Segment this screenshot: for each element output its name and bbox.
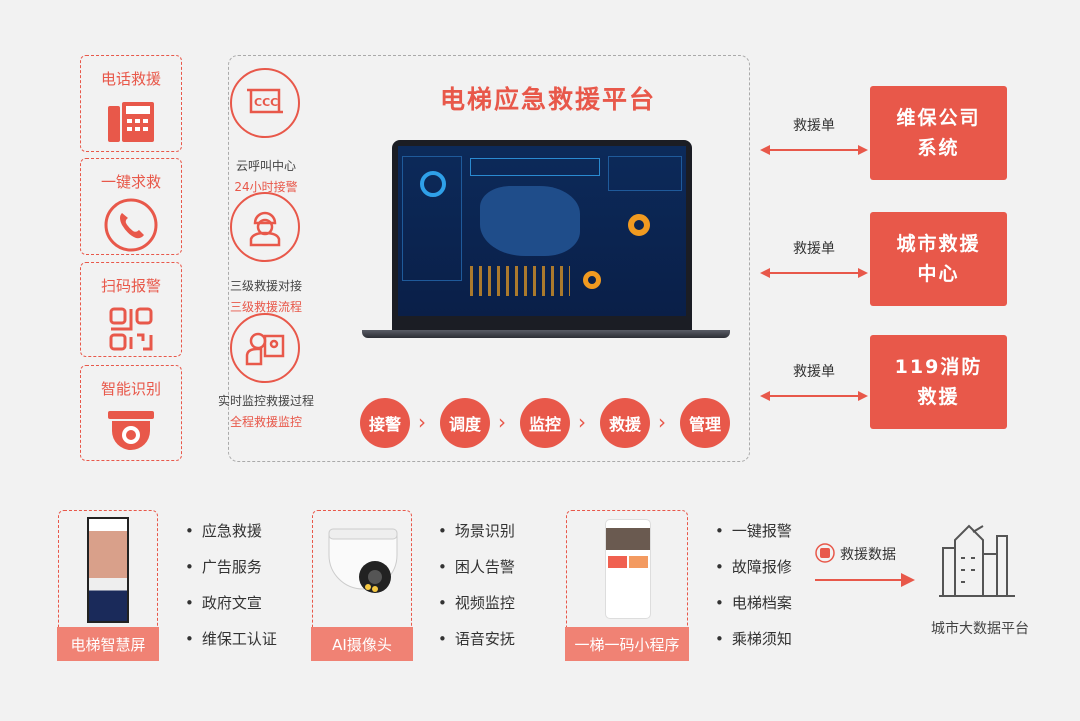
- channel-label: 一键求救: [100, 173, 161, 191]
- phone-machine-icon: [103, 97, 159, 147]
- rescuer-icon: [230, 192, 300, 262]
- rescue-order-arrow: 救援单: [760, 115, 868, 160]
- camera-icon: [103, 407, 159, 457]
- monitor-icon: [230, 313, 300, 383]
- flow-step-rescue: 救援: [600, 398, 650, 448]
- feature-list: 一键报警故障报修电梯档案乘梯须知: [715, 521, 792, 665]
- arrow-label: 救援单: [793, 364, 835, 380]
- flow-step-manage: 管理: [680, 398, 730, 448]
- list-item: 一键报警: [715, 521, 792, 557]
- list-item: 电梯档案: [715, 593, 792, 629]
- feature-monitor: 实时监控救援过程全程救援监控: [206, 392, 326, 430]
- list-item: 语音安抚: [438, 629, 515, 665]
- platform-panel: [228, 55, 750, 462]
- list-item: 场景识别: [438, 521, 515, 557]
- city-platform-label: 城市大数据平台: [931, 621, 1029, 637]
- channel-ai: 智能识别: [80, 365, 182, 461]
- feature-title: 三级救援对接: [229, 279, 302, 293]
- svg-text:CCC: CCC: [254, 96, 278, 109]
- list-item: 广告服务: [185, 557, 277, 593]
- chevron-right-icon: ›: [418, 410, 426, 434]
- double-arrow-icon: [760, 268, 868, 278]
- chevron-right-icon: ›: [498, 410, 506, 434]
- dome-camera-icon: [328, 528, 398, 593]
- feature-sub: 三级救援流程: [229, 300, 302, 314]
- flow-step-receive: 接警: [360, 398, 410, 448]
- list-item: 政府文宣: [185, 593, 277, 629]
- database-icon: [815, 543, 835, 563]
- chevron-right-icon: ›: [578, 410, 586, 434]
- smart-screen-image: [87, 517, 129, 623]
- feature-sub: 24小时接警: [234, 180, 298, 194]
- list-item: 视频监控: [438, 593, 515, 629]
- device-smart-screen: 电梯智慧屏: [57, 510, 159, 661]
- arrow-label: 救援单: [793, 241, 835, 257]
- target-city-rescue: 城市救援中心: [870, 212, 1007, 306]
- feature-rescue: 三级救援对接三级救援流程: [206, 277, 326, 315]
- phone-app-image: [605, 519, 651, 619]
- phone-icon: [103, 198, 159, 252]
- arrow-label: 救援单: [793, 118, 835, 134]
- city-buildings-icon: [939, 524, 1015, 597]
- rescue-order-arrow: 救援单: [760, 238, 868, 283]
- device-label: 一梯一码小程序: [565, 627, 689, 661]
- feature-call-center: 云呼叫中心 24小时接警: [206, 157, 326, 195]
- flow-step-dispatch: 调度: [440, 398, 490, 448]
- qr-code-icon: [103, 304, 159, 354]
- device-label: AI摄像头: [311, 627, 413, 661]
- channel-label: 电话救援: [100, 70, 161, 88]
- list-item: 故障报修: [715, 557, 792, 593]
- double-arrow-icon: [760, 391, 868, 401]
- chevron-right-icon: ›: [658, 410, 666, 434]
- double-arrow-icon: [760, 145, 868, 155]
- channel-qr: 扫码报警: [80, 262, 182, 357]
- call-center-icon: CCC: [230, 68, 300, 138]
- feature-list: 场景识别困人告警视频监控语音安抚: [438, 521, 515, 665]
- arrow-right-icon: [815, 573, 915, 587]
- target-line: 系统: [917, 137, 960, 159]
- dashboard-screenshot: [398, 146, 686, 316]
- feature-title: 实时监控救援过程: [217, 394, 314, 408]
- list-item: 应急救援: [185, 521, 277, 557]
- target-line: 119消防: [894, 356, 983, 378]
- channel-label: 扫码报警: [100, 277, 161, 295]
- data-arrow-label: 救援数据: [840, 547, 896, 563]
- platform-title: 电梯应急救援平台: [439, 85, 656, 114]
- feature-list: 应急救援广告服务政府文宣维保工认证: [185, 521, 277, 665]
- channel-label: 智能识别: [100, 380, 161, 398]
- device-mini-program: 一梯一码小程序: [565, 510, 689, 661]
- list-item: 困人告警: [438, 557, 515, 593]
- feature-title: 云呼叫中心: [235, 159, 296, 173]
- device-label: 电梯智慧屏: [57, 627, 159, 661]
- list-item: 乘梯须知: [715, 629, 792, 665]
- flow-step-monitor: 监控: [520, 398, 570, 448]
- channel-phone: 电话救援: [80, 55, 182, 152]
- laptop-base: [362, 330, 730, 338]
- list-item: 维保工认证: [185, 629, 277, 665]
- device-ai-camera: AI摄像头: [311, 510, 413, 661]
- feature-sub: 全程救援监控: [229, 415, 302, 429]
- target-maintenance: 维保公司系统: [870, 86, 1007, 180]
- target-line: 维保公司: [896, 107, 981, 129]
- target-fire-119: 119消防救援: [870, 335, 1007, 429]
- target-line: 中心: [917, 263, 960, 285]
- rescue-order-arrow: 救援单: [760, 361, 868, 406]
- target-line: 城市救援: [896, 233, 981, 255]
- laptop-screen: [392, 140, 692, 330]
- channel-sos: 一键求救: [80, 158, 182, 255]
- target-line: 救援: [917, 386, 960, 408]
